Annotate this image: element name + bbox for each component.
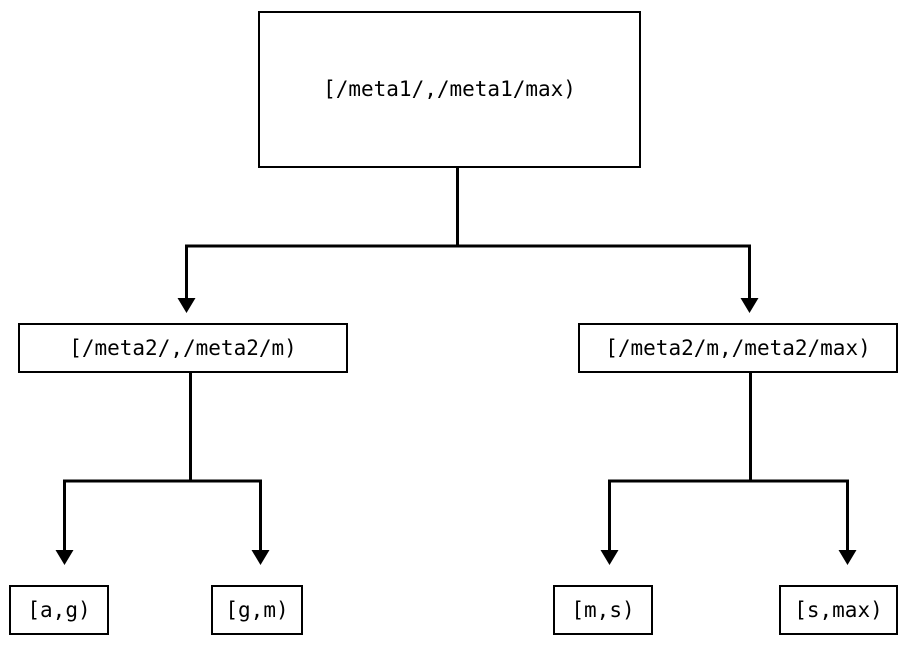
node-mid-right[interactable]: [/meta2/m,/meta2/max) <box>578 323 898 373</box>
node-mid-right-label: [/meta2/m,/meta2/max) <box>605 335 871 360</box>
node-leaf-a-g-label: [a,g) <box>27 597 91 622</box>
arrowhead-icon <box>740 298 759 313</box>
edge-mid-right-to-leaf-4 <box>749 373 857 565</box>
arrowhead-icon <box>55 550 74 565</box>
arrowhead-icon <box>251 550 270 565</box>
edge-mid-right-to-leaf-3 <box>600 373 752 565</box>
node-root[interactable]: [/meta1/,/meta1/max) <box>258 11 641 168</box>
edge-root-to-mid-left <box>177 168 459 313</box>
node-leaf-s-max[interactable]: [s,max) <box>779 585 898 635</box>
node-mid-left-label: [/meta2/,/meta2/m) <box>69 335 297 360</box>
edge-root-to-mid-right <box>456 168 759 313</box>
node-leaf-g-m-label: [g,m) <box>225 597 289 622</box>
node-leaf-a-g[interactable]: [a,g) <box>9 585 109 635</box>
node-leaf-m-s-label: [m,s) <box>571 597 635 622</box>
edge-mid-left-to-leaf-1 <box>55 373 192 565</box>
node-mid-left[interactable]: [/meta2/,/meta2/m) <box>18 323 348 373</box>
node-leaf-s-max-label: [s,max) <box>794 597 883 622</box>
arrowhead-icon <box>600 550 619 565</box>
node-leaf-g-m[interactable]: [g,m) <box>211 585 303 635</box>
edge-mid-left-to-leaf-2 <box>189 373 270 565</box>
node-leaf-m-s[interactable]: [m,s) <box>553 585 653 635</box>
node-root-label: [/meta1/,/meta1/max) <box>323 77 576 101</box>
arrowhead-icon <box>838 550 857 565</box>
arrowhead-icon <box>177 298 196 313</box>
